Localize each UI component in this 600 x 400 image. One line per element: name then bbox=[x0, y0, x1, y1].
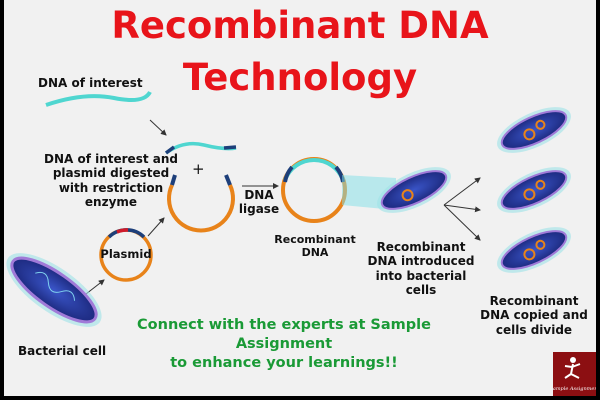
svg-text:Sample Assignment: Sample Assignment bbox=[553, 386, 596, 392]
cta-text: Connect with the experts at Sample Assig… bbox=[104, 316, 464, 373]
recombinant-bacterium-image bbox=[377, 167, 451, 213]
label-copied: Recombinant DNA copied and cells divide bbox=[480, 294, 588, 337]
bacterial-cell-image bbox=[6, 253, 102, 327]
title-line-2: Technology bbox=[182, 56, 418, 99]
diagram-graphics bbox=[6, 90, 571, 327]
plus-sign: + bbox=[192, 160, 205, 178]
label-dna-of-interest: DNA of interest bbox=[38, 76, 143, 90]
label-bacterial-cell: Bacterial cell bbox=[18, 344, 107, 358]
label-plasmid: Plasmid bbox=[100, 247, 152, 261]
cut-plasmid bbox=[167, 184, 235, 233]
title-line-1: Recombinant DNA bbox=[111, 4, 489, 47]
dna-of-interest-strand bbox=[45, 90, 152, 107]
label-introduced: Recombinant DNA introduced into bacteria… bbox=[367, 240, 475, 298]
diagram: Recombinant DNA Technology bbox=[4, 0, 596, 396]
cta-line-2: to enhance your learnings!! bbox=[170, 354, 398, 371]
cta-line-1: Connect with the experts at Sample Assig… bbox=[137, 317, 431, 352]
label-digested: DNA of interest and plasmid digested wit… bbox=[44, 152, 178, 210]
divided-bacterium-3 bbox=[497, 227, 571, 273]
label-dna-ligase: DNA ligase bbox=[238, 188, 280, 217]
sample-assignment-logo: Sample Assignment bbox=[553, 352, 596, 396]
runner-icon: Sample Assignment bbox=[553, 357, 596, 392]
label-recombinant-dna: Recombinant DNA bbox=[274, 233, 356, 260]
divided-bacterium-2 bbox=[497, 167, 571, 213]
divided-bacterium-1 bbox=[497, 107, 571, 153]
